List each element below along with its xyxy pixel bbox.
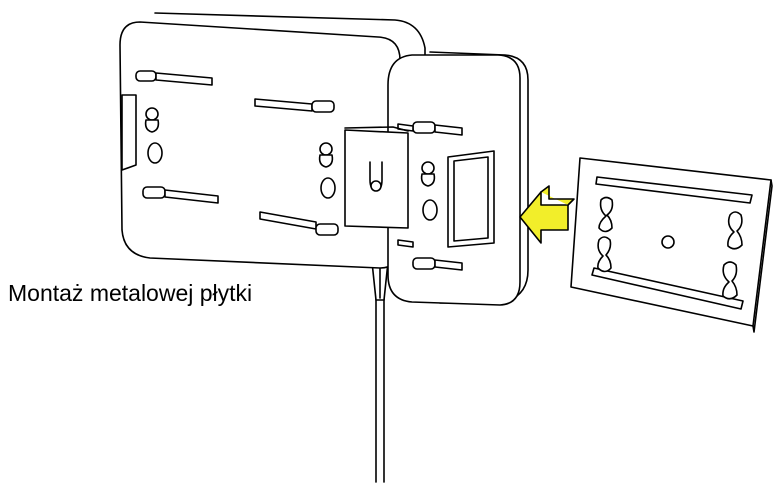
metal-plate bbox=[570, 157, 773, 333]
keyhole-icon bbox=[144, 107, 163, 164]
insert-arrow-icon bbox=[519, 185, 575, 244]
side-slot bbox=[121, 94, 137, 171]
keyhole-icon bbox=[597, 236, 612, 273]
hook-rail bbox=[254, 98, 335, 113]
hook-rail bbox=[259, 211, 339, 236]
latch-tab bbox=[344, 126, 409, 229]
hook-rail bbox=[135, 70, 213, 86]
keyhole-icon bbox=[598, 196, 614, 233]
hook-rail bbox=[397, 121, 463, 136]
keyhole-icon bbox=[722, 261, 738, 300]
mounting-bracket bbox=[119, 12, 426, 269]
keyhole-icon bbox=[420, 161, 438, 221]
keyhole-icon bbox=[318, 142, 336, 199]
hook-rail bbox=[397, 239, 463, 271]
side-module bbox=[387, 51, 529, 306]
caption: Montaż metalowej płytki bbox=[8, 280, 253, 306]
keyhole-icon bbox=[727, 211, 743, 250]
hook-rail bbox=[142, 186, 219, 204]
